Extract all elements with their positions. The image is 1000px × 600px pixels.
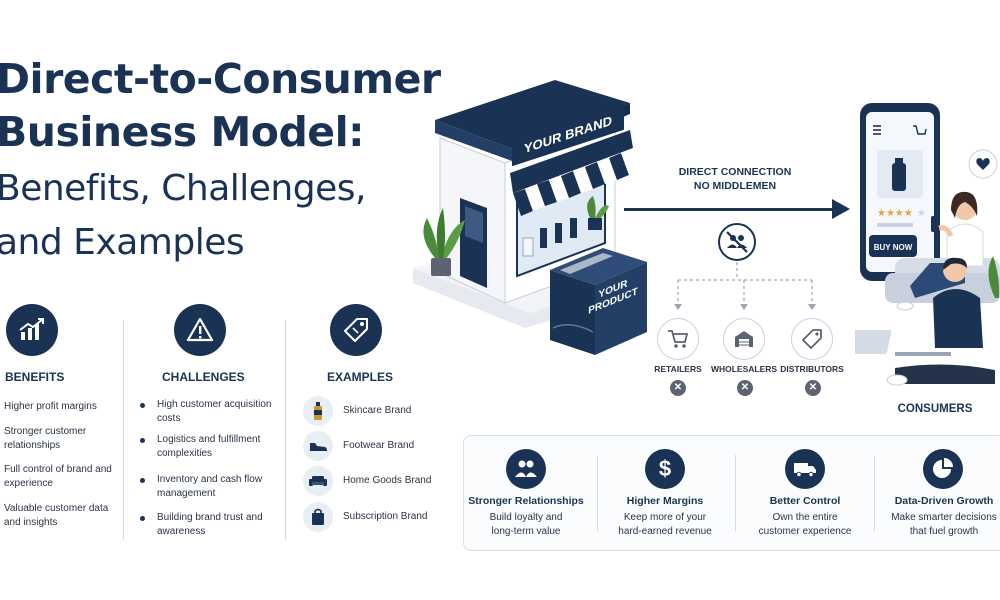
middleman-label: DISTRIBUTORS: [780, 364, 844, 374]
warehouse-icon: [723, 318, 765, 360]
buy-now-button[interactable]: BUY NOW: [873, 243, 913, 252]
consumers-illustration: ★★★★ ★: [855, 103, 1000, 386]
pie-chart-icon: [923, 449, 963, 489]
product-box: [550, 248, 647, 355]
title-line-1: Direct-to-Consumer: [0, 55, 441, 103]
x-icon: ✕: [670, 380, 686, 396]
example-item: Home Goods Brand: [343, 475, 432, 486]
challenges-heading: CHALLENGES: [162, 370, 245, 384]
benefit-item: Valuable customer data and insights: [4, 503, 109, 528]
bullet: [140, 438, 145, 443]
benefit-item: Full control of brand and experience: [4, 464, 112, 489]
column-divider: [123, 320, 124, 540]
truck-icon: [785, 449, 825, 489]
cart-icon: [657, 318, 699, 360]
svg-text:★★★★: ★★★★: [877, 208, 913, 219]
people-icon: [506, 449, 546, 489]
panel-title: Higher Margins: [626, 495, 704, 507]
direct-connection-line2: NO MIDDLEMEN: [693, 180, 777, 192]
bottle-icon: [303, 396, 333, 426]
middlemen-connectors: [674, 262, 816, 310]
panel-title: Data-Driven Growth: [894, 495, 994, 507]
challenge-item: Logistics and fulfillment complexities: [157, 434, 261, 459]
panel-divider: [597, 455, 598, 531]
panel-desc: Keep more of your hard-earned revenue: [618, 512, 712, 537]
x-icon: ✕: [805, 380, 821, 396]
bag-icon: [303, 502, 333, 532]
challenge-item: Building brand trust and awareness: [157, 512, 263, 537]
benefits-panel: [463, 435, 1000, 551]
title-line-4: and Examples: [0, 222, 245, 263]
example-item: Footwear Brand: [343, 440, 415, 451]
middleman-label: WHOLESALERS: [710, 364, 778, 374]
growth-chart-icon: [6, 304, 58, 356]
bullet: [140, 516, 145, 521]
tag-icon: [330, 304, 382, 356]
title-line-2: Business Model:: [0, 108, 365, 156]
direct-arrow-line: [624, 208, 839, 211]
x-icon: ✕: [737, 380, 753, 396]
direct-connection-label: DIRECT CONNECTION NO MIDDLEMEN: [670, 165, 800, 193]
benefit-item: Stronger customer relationships: [4, 426, 87, 451]
bullet: [140, 403, 145, 408]
panel-title: Better Control: [769, 495, 841, 507]
panel-divider: [735, 455, 736, 531]
svg-text:★: ★: [917, 208, 926, 219]
middleman-label: RETAILERS: [654, 364, 702, 374]
example-item: Subscription Brand: [343, 511, 428, 522]
benefits-heading: BENEFITS: [5, 370, 65, 384]
panel-divider: [874, 455, 875, 531]
panel-desc: Make smarter decisions that fuel growth: [891, 512, 997, 537]
panel-desc: Build loyalty and long-term value: [489, 512, 563, 537]
challenge-item: High customer acquisition costs: [157, 399, 272, 424]
panel-desc: Own the entire customer experience: [758, 512, 852, 537]
challenge-item: Inventory and cash flow management: [157, 474, 263, 499]
benefit-item: Higher profit margins: [4, 401, 97, 412]
tag-icon: [791, 318, 833, 360]
title-line-3: Benefits, Challenges,: [0, 168, 366, 209]
bullet: [140, 478, 145, 483]
sofa-icon: [303, 466, 333, 496]
panel-title: Stronger Relationships: [468, 495, 584, 507]
arrow-head-icon: [832, 199, 850, 219]
shoe-icon: [303, 431, 333, 461]
no-middlemen-icon: [718, 223, 756, 261]
direct-connection-line1: DIRECT CONNECTION: [678, 166, 792, 178]
warning-icon: [174, 304, 226, 356]
example-item: Skincare Brand: [343, 405, 412, 416]
column-divider: [285, 320, 286, 540]
consumers-label: CONSUMERS: [897, 403, 973, 415]
dollar-icon: $: [645, 449, 685, 489]
examples-heading: EXAMPLES: [327, 370, 394, 384]
